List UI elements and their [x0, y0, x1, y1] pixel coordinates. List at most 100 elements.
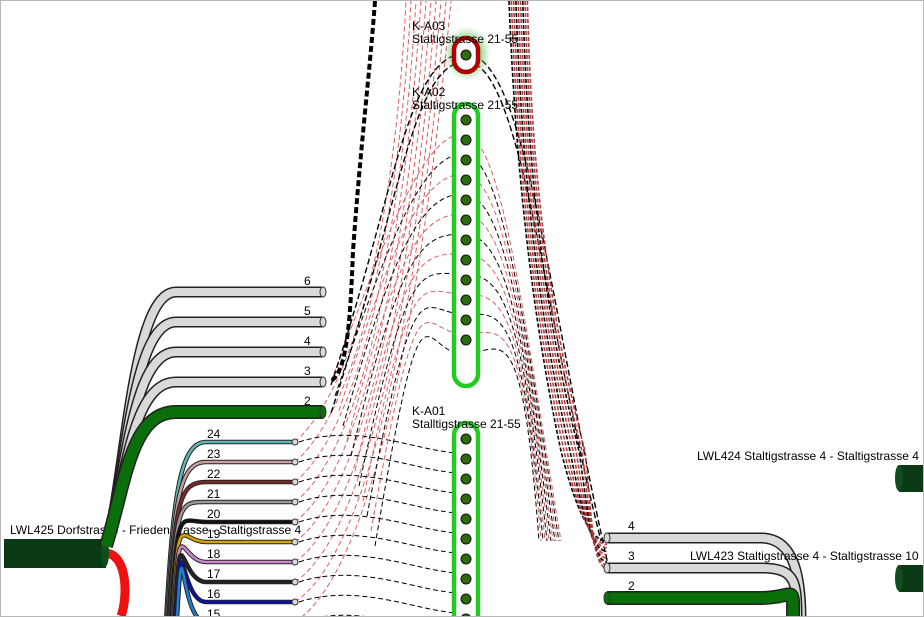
bundle-strand: [522, 1, 608, 563]
fiber-label: 17: [207, 567, 221, 581]
dashed-link-red: [294, 1, 422, 503]
closure-id: K-A02: [412, 85, 446, 99]
splice-dot[interactable]: [460, 453, 472, 465]
splice-dot[interactable]: [460, 154, 472, 166]
splice-dot[interactable]: [460, 274, 472, 286]
splice-dot[interactable]: [460, 473, 472, 485]
left-fiber-15[interactable]: 15: [174, 565, 298, 616]
fiber-end: [291, 438, 299, 446]
dashed-link-black: [298, 574, 462, 594]
splice-dot[interactable]: [460, 334, 472, 346]
cable-lwl423-label: LWL423 Staltigstrasse 4 - Staltigstrasse…: [690, 549, 919, 563]
tube-fill: [100, 406, 323, 548]
tube-label: 3: [628, 549, 635, 563]
cable-lwl424[interactable]: LWL424 Staltigstrasse 4 - Staltigstrasse…: [697, 449, 923, 492]
dashed-link-red: [294, 1, 427, 523]
fiber-end: [291, 538, 299, 546]
dashed-link-red: [294, 1, 432, 543]
fiber-end: [291, 578, 299, 586]
dashed-link-black: [298, 474, 462, 494]
dashed-link-black: [298, 494, 462, 514]
dashed-link-red: [294, 1, 447, 603]
red-fiber-drop: [105, 548, 130, 616]
tube-end: [319, 316, 327, 328]
fiber-label: 22: [207, 467, 221, 481]
splice-dot[interactable]: [460, 214, 472, 226]
right-tube-group[interactable]: 4 3 2: [603, 519, 807, 616]
bundle-strand: [510, 1, 608, 546]
tube-label: 4: [628, 519, 635, 533]
dashed-link-black: [298, 534, 462, 554]
dashed-arc-a02: [342, 193, 556, 542]
fiber-label: 16: [207, 587, 221, 601]
fiber-end: [291, 598, 299, 606]
bundle-strand: [524, 1, 608, 567]
splice-dot[interactable]: [460, 573, 472, 585]
splice-dot[interactable]: [460, 314, 472, 326]
splice-dot[interactable]: [460, 533, 472, 545]
closure-id: K-A03: [412, 19, 446, 33]
cable-lwl423-end: [895, 565, 903, 591]
splice-dot[interactable]: [460, 493, 472, 505]
tube-label: 2: [628, 579, 635, 593]
tube-end: [319, 286, 327, 298]
left-tube-2[interactable]: 2: [99, 394, 327, 549]
dashed-bundle-left: [329, 1, 377, 383]
bundle-strand: [517, 1, 608, 556]
fiber-label: 21: [207, 487, 221, 501]
splice-dot[interactable]: [460, 114, 472, 126]
tube-end: [319, 346, 327, 358]
fiber-label: 20: [207, 507, 221, 521]
cable-lwl425[interactable]: LWL425 Dorfstrasse - Friedenstrasse - St…: [4, 523, 302, 616]
dashed-link-black: [298, 554, 462, 574]
splice-dot[interactable]: [461, 613, 471, 616]
cable-lwl424-end: [895, 465, 903, 491]
bundle-strand: [526, 1, 608, 570]
cable-lwl424-body[interactable]: [899, 465, 923, 492]
fiber-label: 24: [207, 427, 221, 441]
tube-end: [603, 591, 611, 605]
cable-lwl423-body[interactable]: [899, 565, 923, 592]
splice-dot[interactable]: [460, 593, 472, 605]
splice-dot[interactable]: [460, 174, 472, 186]
dashed-link-red: [301, 1, 452, 616]
cable-lwl424-label: LWL424 Staltigstrasse 4 - Staltigstrasse…: [697, 449, 919, 463]
splice-dot[interactable]: [460, 553, 472, 565]
dashed-arc-a02: [346, 213, 554, 542]
splice-dot[interactable]: [460, 134, 472, 146]
tube-label: 2: [304, 394, 311, 408]
tube-end: [319, 376, 327, 388]
cable-lwl425-body[interactable]: [4, 539, 106, 568]
right-tube-2[interactable]: 2: [603, 579, 801, 616]
splice-dot[interactable]: [460, 49, 472, 61]
splice-dot[interactable]: [460, 294, 472, 306]
dashed-link-red: [294, 1, 412, 463]
cable-lwl425-label: LWL425 Dorfstrasse - Friedenstrasse - St…: [10, 523, 302, 537]
tube-label: 6: [304, 274, 311, 288]
tube-label: 5: [304, 304, 311, 318]
dashed-link-black: [298, 514, 462, 534]
tube-fill: [607, 589, 799, 616]
bundle-strand: [512, 1, 608, 549]
splice-dot[interactable]: [460, 513, 472, 525]
closure-id: K-A01: [412, 404, 446, 418]
fiber-end: [291, 518, 299, 526]
fiber-label: 18: [207, 547, 221, 561]
tube-label: 3: [304, 364, 311, 378]
splice-dot[interactable]: [460, 254, 472, 266]
splice-dot[interactable]: [460, 194, 472, 206]
dashed-link-black: [324, 614, 366, 616]
dashed-link-black: [298, 594, 462, 614]
cable-lwl423[interactable]: LWL423 Staltigstrasse 4 - Staltigstrasse…: [690, 549, 923, 592]
splice-dot[interactable]: [460, 433, 472, 445]
dashed-bundle-right: [508, 1, 608, 570]
splice-dot[interactable]: [460, 234, 472, 246]
